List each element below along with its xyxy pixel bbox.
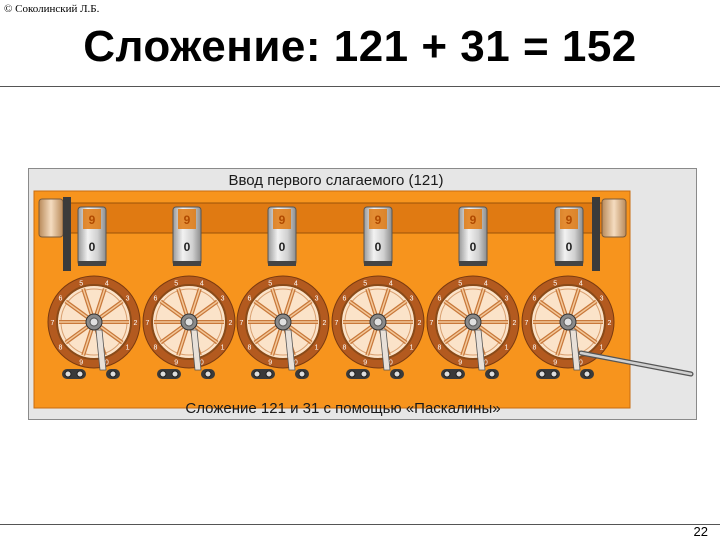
number-wheel: 0 1 2 3 4 5 6 7 8 9 xyxy=(142,275,236,379)
dial-digit: 5 xyxy=(363,281,367,288)
dial-digit: 5 xyxy=(79,281,83,288)
dial-digit: 1 xyxy=(221,344,225,351)
dial-digit: 0 xyxy=(200,359,204,366)
dial-digit: 1 xyxy=(600,344,604,351)
upper-digit: 9 xyxy=(566,213,573,227)
dial-digit: 9 xyxy=(553,359,557,366)
left-end-cap xyxy=(38,198,64,238)
dial-digit: 5 xyxy=(174,281,178,288)
dial-digit: 7 xyxy=(335,320,339,327)
dial-digit: 0 xyxy=(484,359,488,366)
dial-digit: 4 xyxy=(200,281,204,288)
digit-window: 90 xyxy=(363,206,393,266)
number-wheel: 0 1 2 3 4 5 6 7 8 9 xyxy=(521,275,615,379)
number-wheel: 0 1 2 3 4 5 6 7 8 9 xyxy=(47,275,141,379)
dial-digit: 1 xyxy=(410,344,414,351)
dial-digit: 4 xyxy=(579,281,583,288)
dial-digit: 9 xyxy=(363,359,367,366)
dial-digit: 3 xyxy=(315,296,319,303)
dial-digit: 3 xyxy=(221,296,225,303)
dial-digit: 6 xyxy=(532,296,536,303)
left-post xyxy=(63,197,71,271)
lower-digit: 0 xyxy=(375,240,382,254)
digit-window: 90 xyxy=(77,206,107,266)
dial-digit: 3 xyxy=(126,296,130,303)
dial-digit: 1 xyxy=(126,344,130,351)
dial-digit: 7 xyxy=(51,320,55,327)
dial-digit: 7 xyxy=(430,320,434,327)
digit-window: 90 xyxy=(458,206,488,266)
dial-digit: 0 xyxy=(105,359,109,366)
dial-digit: 8 xyxy=(153,344,157,351)
dial-digit: 9 xyxy=(79,359,83,366)
dial-digit: 3 xyxy=(410,296,414,303)
dial-digit: 2 xyxy=(134,320,138,327)
dial-digit: 2 xyxy=(513,320,517,327)
dial-digit: 7 xyxy=(525,320,529,327)
number-wheel: 0 1 2 3 4 5 6 7 8 9 xyxy=(426,275,520,379)
dial-digit: 4 xyxy=(105,281,109,288)
copyright-text: © Соколинский Л.Б. xyxy=(4,3,100,15)
dial-digit: 9 xyxy=(268,359,272,366)
dial-digit: 8 xyxy=(58,344,62,351)
lower-digit: 0 xyxy=(566,240,573,254)
dial-digit: 8 xyxy=(342,344,346,351)
right-post xyxy=(592,197,600,271)
dial-digit: 7 xyxy=(240,320,244,327)
dial-digit: 0 xyxy=(579,359,583,366)
page-number: 22 xyxy=(693,524,708,539)
upper-digit: 9 xyxy=(184,213,191,227)
pascaline-illustration: Ввод первого слагаемого (121) 9090909090… xyxy=(33,172,694,417)
dial-digit: 8 xyxy=(247,344,251,351)
dial-digit: 4 xyxy=(389,281,393,288)
dial-digit: 6 xyxy=(437,296,441,303)
dial-digit: 8 xyxy=(437,344,441,351)
upper-digit: 9 xyxy=(375,213,382,227)
slide-title: Сложение: 121 + 31 = 152 xyxy=(83,22,637,71)
dial-digit: 0 xyxy=(389,359,393,366)
digit-window: 90 xyxy=(172,206,202,266)
lower-digit: 0 xyxy=(184,240,191,254)
lower-digit: 0 xyxy=(279,240,286,254)
dial-digit: 9 xyxy=(174,359,178,366)
dial-digit: 4 xyxy=(294,281,298,288)
bottom-caption: Сложение 121 и 31 с помощью «Паскалины» xyxy=(185,400,500,417)
dial-digit: 1 xyxy=(505,344,509,351)
dial-digit: 7 xyxy=(146,320,150,327)
crossbar xyxy=(58,202,610,234)
dial-digit: 2 xyxy=(608,320,612,327)
dial-digit: 2 xyxy=(418,320,422,327)
lower-digit: 0 xyxy=(470,240,477,254)
dial-digit: 2 xyxy=(323,320,327,327)
dial-digit: 4 xyxy=(484,281,488,288)
right-end-cap xyxy=(601,198,627,238)
lower-digit: 0 xyxy=(89,240,96,254)
digit-window: 90 xyxy=(267,206,297,266)
dial-digit: 0 xyxy=(294,359,298,366)
upper-digit: 9 xyxy=(89,213,96,227)
dial-digit: 9 xyxy=(458,359,462,366)
dial-digit: 5 xyxy=(268,281,272,288)
digit-window: 90 xyxy=(554,206,584,266)
top-caption: Ввод первого слагаемого (121) xyxy=(228,172,443,189)
dial-digit: 5 xyxy=(458,281,462,288)
dial-digit: 3 xyxy=(505,296,509,303)
dial-digit: 1 xyxy=(315,344,319,351)
upper-digit: 9 xyxy=(279,213,286,227)
upper-digit: 9 xyxy=(470,213,477,227)
footer-divider xyxy=(0,524,720,525)
title-divider xyxy=(0,86,720,87)
dial-digit: 3 xyxy=(600,296,604,303)
dial-digit: 6 xyxy=(58,296,62,303)
dial-digit: 8 xyxy=(532,344,536,351)
dial-digit: 6 xyxy=(342,296,346,303)
dial-digit: 2 xyxy=(229,320,233,327)
number-wheel: 0 1 2 3 4 5 6 7 8 9 xyxy=(331,275,425,379)
dial-digit: 6 xyxy=(247,296,251,303)
dial-digit: 6 xyxy=(153,296,157,303)
number-wheel: 0 1 2 3 4 5 6 7 8 9 xyxy=(236,275,330,379)
dial-digit: 5 xyxy=(553,281,557,288)
